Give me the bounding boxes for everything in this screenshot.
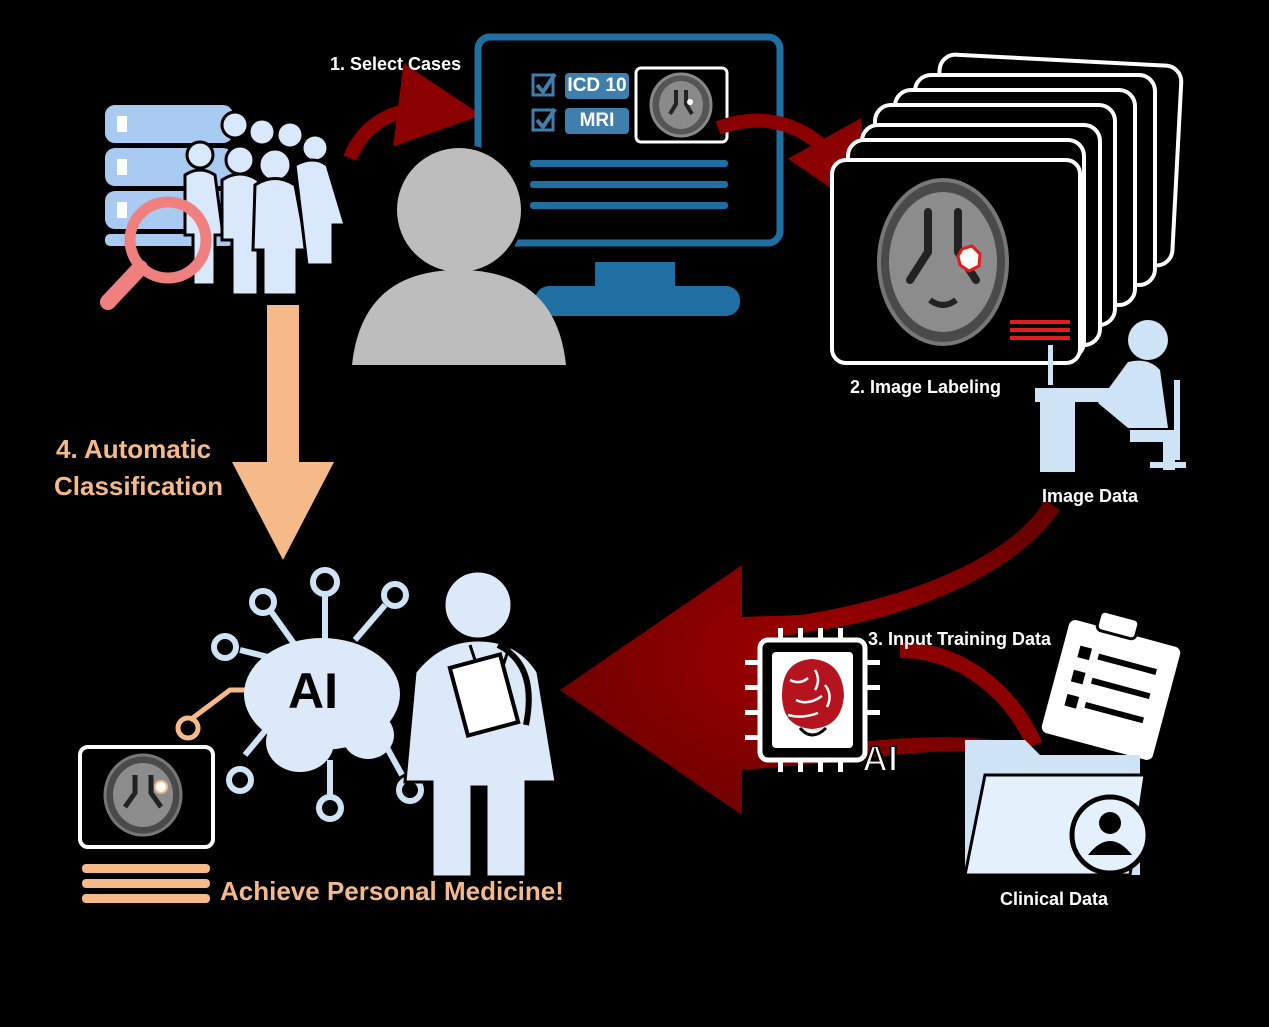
arrow-select-cases (343, 63, 482, 161)
ai-chip-icon (745, 628, 880, 772)
clipboard-icon (1038, 609, 1184, 763)
image-data-label: Image Data (1042, 486, 1139, 506)
worker-at-desk-icon (1035, 320, 1186, 472)
profile-icon (1069, 794, 1151, 876)
ai-robot-head-icon (244, 638, 400, 772)
checkbox-icon (531, 72, 557, 132)
ai-chip-label: AI (861, 737, 899, 780)
arrow-to-labeling (715, 113, 866, 212)
step-select-cases: 1. Select Cases (330, 54, 462, 74)
result-scan-icon (78, 745, 215, 849)
magnifier-icon (100, 196, 212, 310)
step-input-training: 3. Input Training Data (868, 629, 1052, 649)
connector-node-icon (175, 715, 201, 741)
doctor-icon (403, 569, 558, 879)
monitor-icon (474, 33, 784, 316)
labeled-brain-scan (877, 178, 1070, 346)
image-stack-icon (830, 52, 1184, 365)
arrow-clinical-curve (899, 642, 1043, 749)
result-lines (82, 864, 210, 903)
ai-robot-label: AI (288, 663, 338, 719)
arrow-automatic-classification (232, 305, 334, 560)
step-automatic-line1: 4. Automatic (56, 434, 212, 464)
user-silhouette-icon (352, 144, 566, 365)
step-image-labeling: 2. Image Labeling (850, 377, 1002, 397)
step-automatic-line2: Classification (54, 471, 224, 501)
result-label: Achieve Personal Medicine! (220, 876, 564, 906)
mri-tag: MRI (565, 108, 629, 134)
clinical-data-label: Clinical Data (1000, 889, 1109, 909)
arrow-input-training (560, 500, 1060, 815)
monitor-brain-thumbnail (634, 66, 729, 144)
icd-tag: ICD 10 (565, 73, 629, 99)
